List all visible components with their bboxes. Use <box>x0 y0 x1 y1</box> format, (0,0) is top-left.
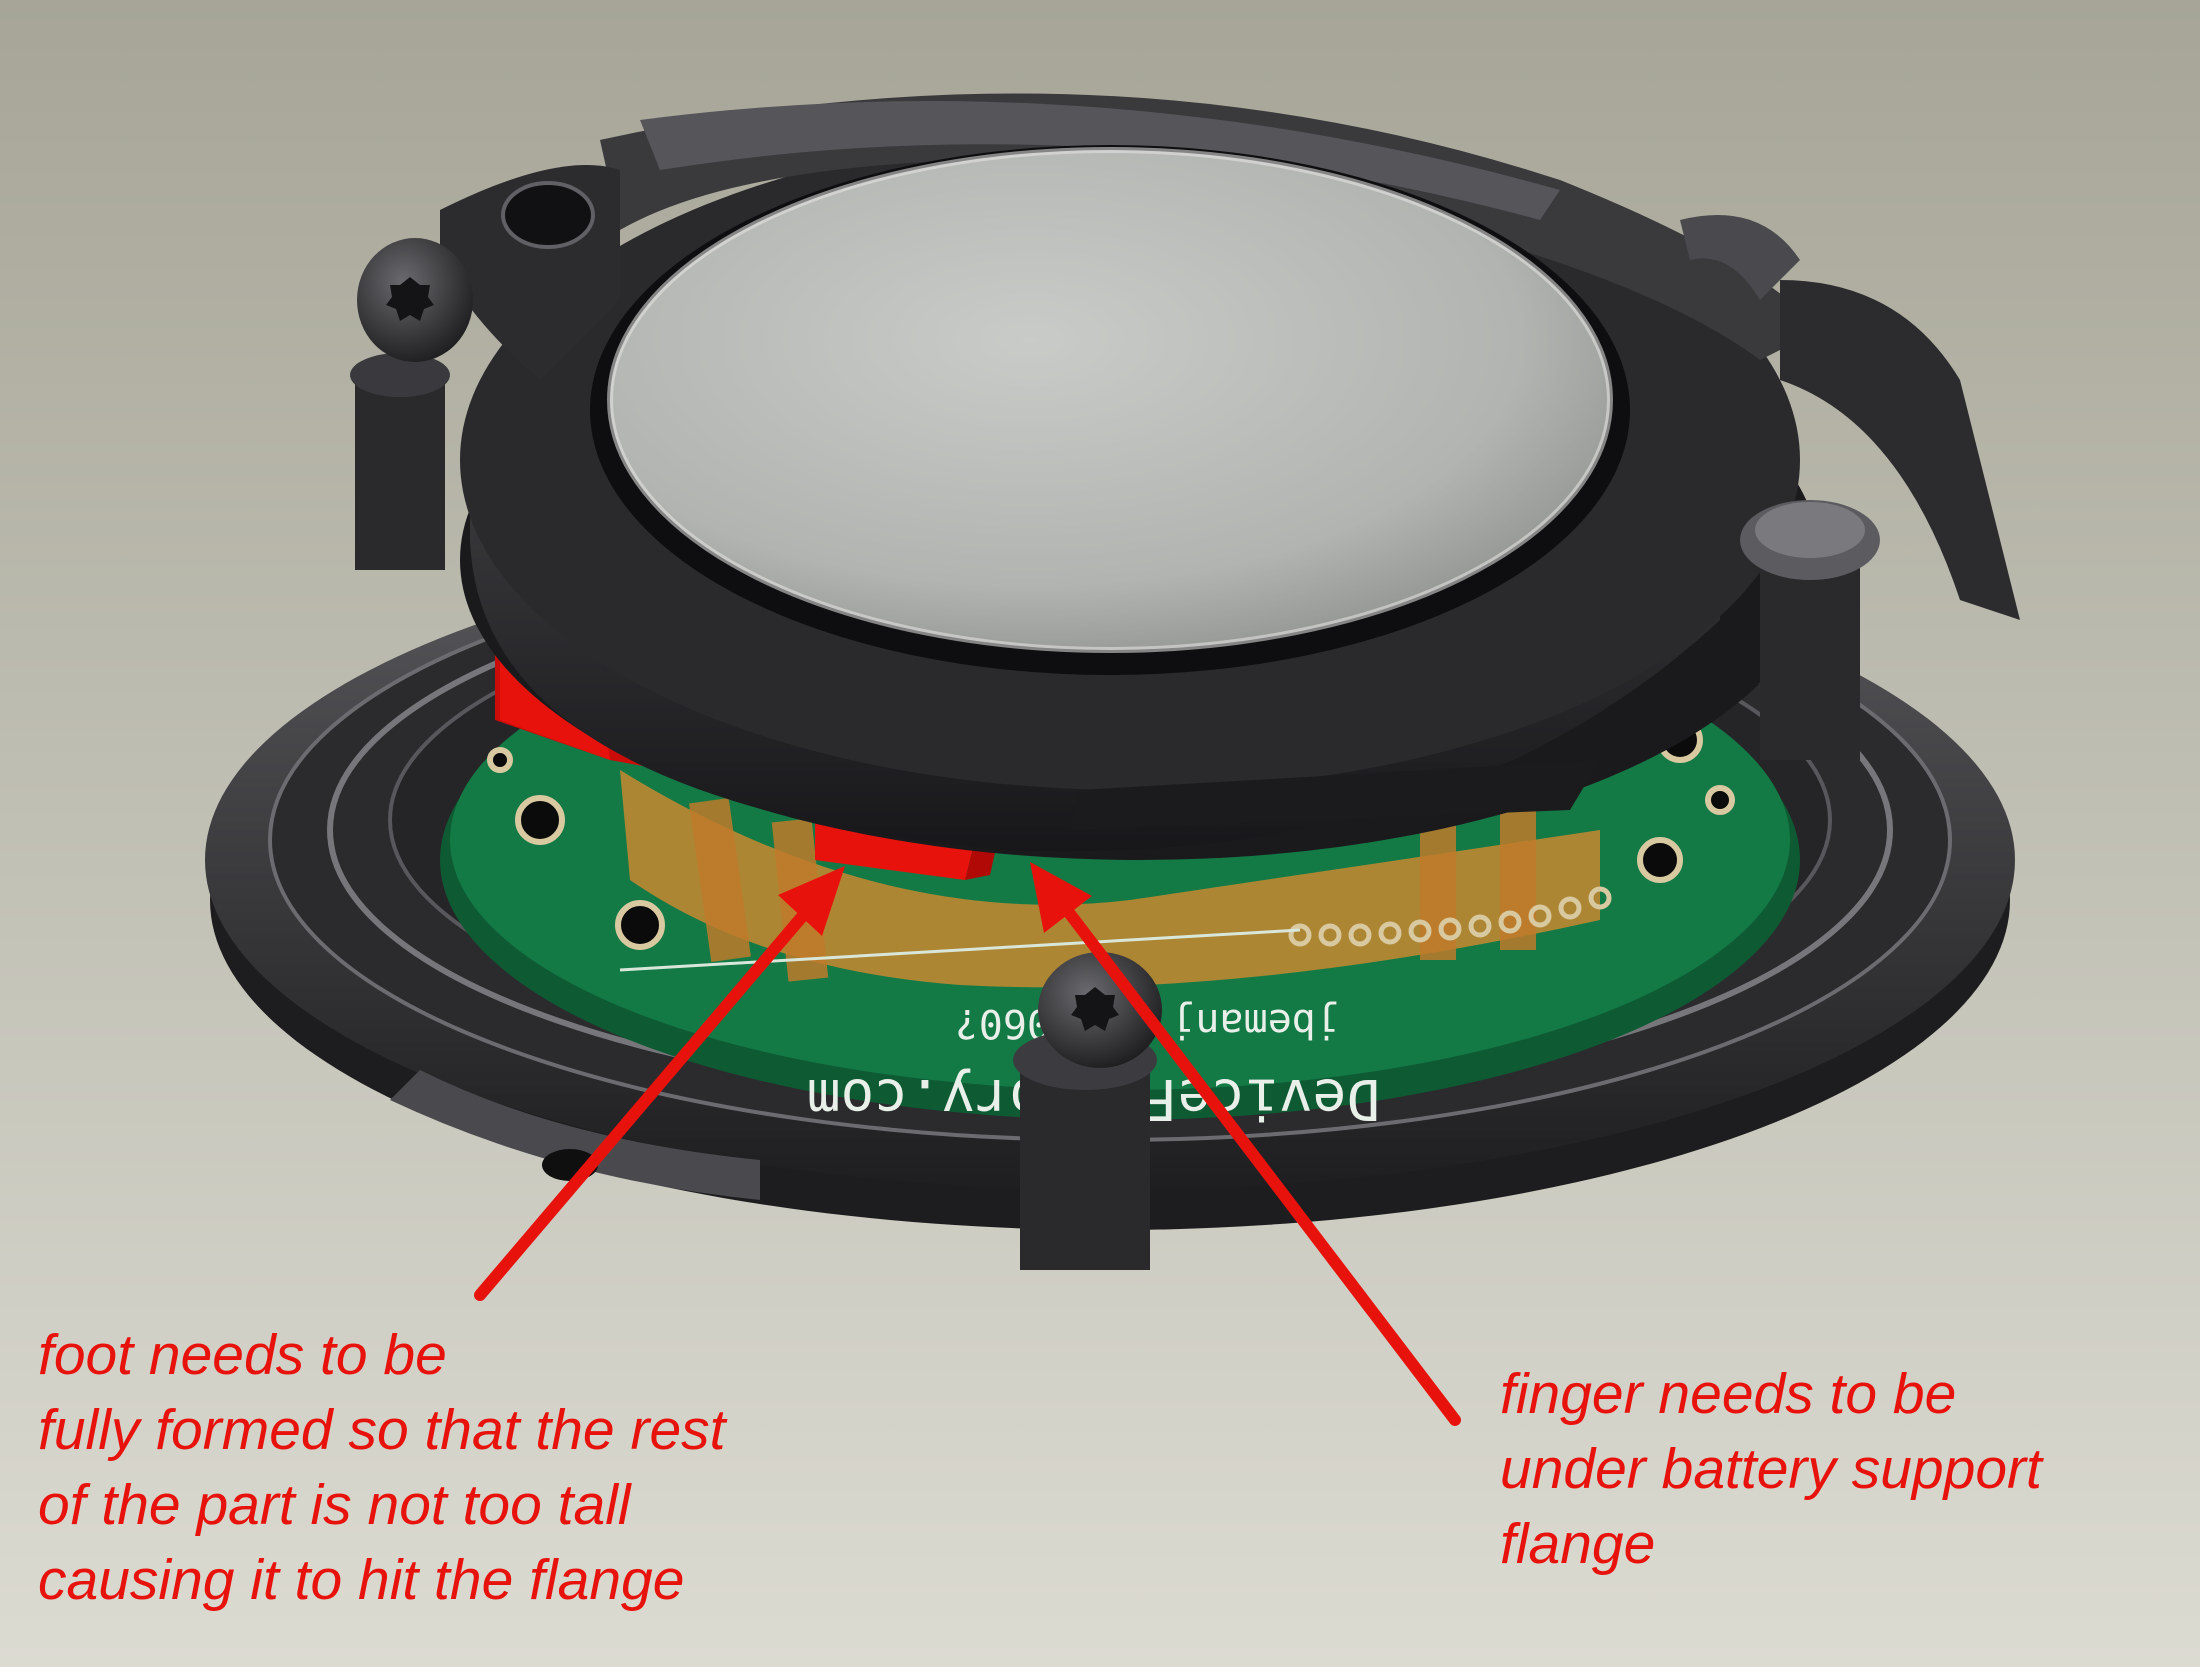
screw-right <box>1740 500 1880 760</box>
annotation-finger: finger needs to be under battery support… <box>1500 1357 2042 1582</box>
pcb-via-row <box>1288 886 1612 947</box>
annotation-foot-line-1: foot needs to be <box>38 1323 447 1387</box>
annotation-foot-line-3: of the part is not too tall <box>38 1473 631 1537</box>
annotation-foot-line-4: causing it to hit the flange <box>38 1548 685 1612</box>
annotation-finger-line-3: flange <box>1500 1512 1656 1576</box>
annotation-finger-line-2: under battery support <box>1500 1437 2042 1501</box>
screw-bottom <box>1013 952 1162 1270</box>
arrow-foot <box>474 866 845 1301</box>
screw-top-left <box>350 238 473 570</box>
flex-circuit <box>620 770 1600 988</box>
annotation-foot-line-2: fully formed so that the rest <box>38 1398 726 1462</box>
annotation-foot: foot needs to be fully formed so that th… <box>38 1318 725 1618</box>
battery-holder <box>440 93 2020 860</box>
arrow-finger <box>1030 862 1461 1426</box>
annotation-finger-line-1: finger needs to be <box>1500 1362 1957 1426</box>
